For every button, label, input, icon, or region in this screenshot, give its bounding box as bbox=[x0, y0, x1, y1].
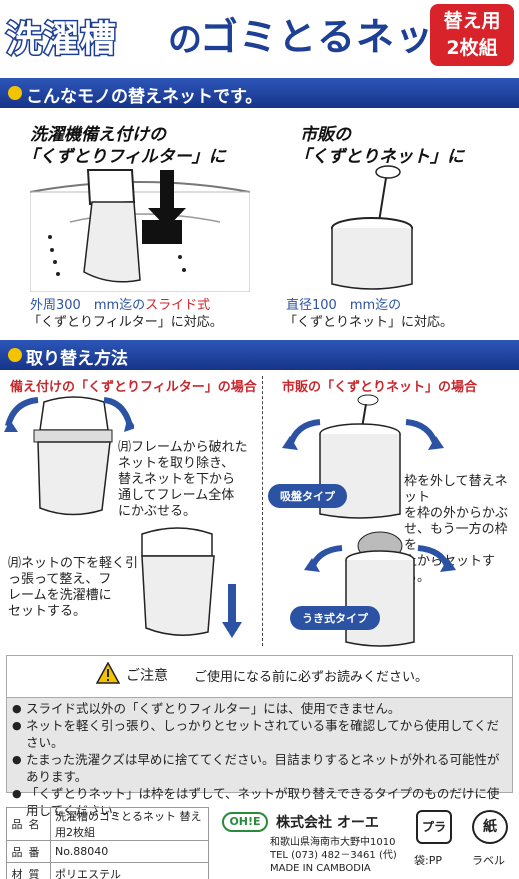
table-row: 材質 ポリエステル bbox=[6, 862, 209, 879]
maker-address-block: 和歌山県海南市大野中1010 TEL (073) 482－3461 (代) MA… bbox=[270, 836, 420, 875]
divider bbox=[262, 376, 263, 646]
right-method-title: 市販の「くずとりネット」の場合 bbox=[282, 380, 478, 395]
washer-filter-illustration bbox=[30, 169, 250, 292]
step1-line: ㈪フレームから破れた bbox=[118, 440, 248, 455]
section2-bar: 取り替え方法 bbox=[0, 340, 519, 370]
spec-key: 材質 bbox=[6, 862, 51, 879]
left-note-part1: 外周300 mm迄の bbox=[30, 298, 146, 313]
suction-type-label: 吸盤タイプ bbox=[268, 484, 347, 508]
commercial-net-illustration bbox=[331, 165, 413, 290]
paper-recycle-icon: 紙 bbox=[472, 810, 508, 844]
desc-line: を枠の外からかぶ bbox=[404, 506, 509, 521]
notice-list: スライド式以外の「くずとりフィルター」には、使用できません。 ネットを軽く引っ張… bbox=[12, 700, 508, 819]
left-note-line2: 「くずとりフィルター」に対応。 bbox=[28, 315, 223, 330]
refill-badge: 替え用 2枚組 bbox=[430, 4, 514, 66]
filter-step2-text: ㈪ネットの下を軽く引 っ張って整え、フ レームを洗濯槽に セットする。 bbox=[8, 556, 138, 620]
section1-heading: こんなモノの替えネットです。 bbox=[26, 87, 263, 107]
spec-value: ポリエステル bbox=[50, 862, 209, 879]
section1-bar: こんなモノの替えネットです。 bbox=[0, 78, 519, 108]
section2-heading: 取り替え方法 bbox=[26, 349, 128, 369]
left-note-line1: 外周300 mm迄のスライド式 bbox=[30, 294, 210, 313]
right-note-line2: 「くずとりネット」に対応。 bbox=[284, 315, 454, 330]
left-caption-line1: 洗濯機備え付けの bbox=[30, 125, 166, 145]
warning-icon bbox=[96, 662, 120, 684]
notice-subtitle: ご使用になる前に必ずお読みください。 bbox=[194, 670, 429, 685]
badge-line2: 2枚組 bbox=[446, 37, 498, 59]
spec-key: 品番 bbox=[6, 840, 51, 863]
maker-origin: MADE IN CAMBODIA bbox=[270, 863, 371, 874]
step2-line: セットする。 bbox=[8, 604, 87, 619]
float-type-label: うき式タイプ bbox=[290, 606, 380, 630]
notice-title: ご注意 bbox=[126, 668, 168, 684]
maker-name: 株式会社 オーエ bbox=[276, 815, 379, 831]
step1-line: にかぶせる。 bbox=[118, 504, 197, 519]
filter-step1-illustration bbox=[4, 396, 134, 516]
left-note-part2: スライド式 bbox=[145, 298, 211, 313]
bullet-icon bbox=[8, 348, 22, 362]
badge-line1: 替え用 bbox=[443, 10, 501, 32]
spec-value: 洗濯槽のゴミとるネット 替え用2枚組 bbox=[50, 807, 209, 841]
bullet-icon bbox=[8, 86, 22, 100]
step2-line: ㈪ネットの下を軽く引 bbox=[8, 556, 139, 571]
step2-line: レームを洗濯槽に bbox=[8, 588, 112, 603]
notice-item: ネットを軽く引っ張り、しっかりとセットされている事を確認してから使用してください… bbox=[12, 717, 508, 751]
notice-item: たまった洗濯クズは早めに捨ててください。目詰まりするとネットが外れる可能性があり… bbox=[12, 751, 508, 785]
step2-line: っ張って整え、フ bbox=[8, 572, 112, 587]
step1-line: 通してフレーム全体 bbox=[118, 488, 235, 503]
float-net-illustration bbox=[304, 531, 456, 647]
plastic-recycle-icon: プラ bbox=[416, 810, 452, 844]
table-row: 品名 洗濯槽のゴミとるネット 替え用2枚組 bbox=[6, 807, 209, 841]
left-method-title: 備え付けの「くずとりフィルター」の場合 bbox=[10, 380, 257, 395]
title-part2: の bbox=[168, 20, 202, 60]
paper-recycle-label: ラベル bbox=[472, 854, 505, 867]
title-part3: ゴミとるネット bbox=[200, 15, 474, 59]
spec-key: 品名 bbox=[6, 807, 51, 841]
maker-logo: OH!E bbox=[222, 812, 268, 832]
table-row: 品番 No.88040 bbox=[6, 840, 209, 863]
right-caption-line1: 市販の bbox=[300, 125, 351, 145]
right-caption-line2: 「くずとりネット」に bbox=[294, 147, 464, 167]
filter-step2-illustration bbox=[141, 527, 242, 638]
maker-address: 和歌山県海南市大野中1010 bbox=[270, 837, 396, 848]
desc-line: せ、もう一方の枠を bbox=[404, 522, 508, 553]
filter-step1-text: ㈪フレームから破れた ネットを取り除き、 替えネットを下から 通してフレーム全体… bbox=[118, 440, 258, 520]
title-part1: 洗濯槽 bbox=[4, 18, 118, 62]
right-note-line1: 直径100 mm迄の bbox=[286, 298, 402, 313]
maker-tel: TEL (073) 482－3461 (代) bbox=[270, 850, 397, 861]
step1-line: 替えネットを下から bbox=[118, 472, 236, 487]
desc-line: 枠を外して替えネット bbox=[404, 474, 508, 505]
spec-value: No.88040 bbox=[50, 840, 209, 863]
left-caption-line2: 「くずとりフィルター」に bbox=[22, 147, 226, 167]
notice-item: スライド式以外の「くずとりフィルター」には、使用できません。 bbox=[12, 700, 508, 717]
plastic-recycle-label: 袋:PP bbox=[414, 854, 442, 867]
notice-header bbox=[6, 655, 513, 697]
spec-table: 品名 洗濯槽のゴミとるネット 替え用2枚組 品番 No.88040 材質 ポリエ… bbox=[6, 807, 209, 879]
step1-line: ネットを取り除き、 bbox=[118, 456, 235, 471]
